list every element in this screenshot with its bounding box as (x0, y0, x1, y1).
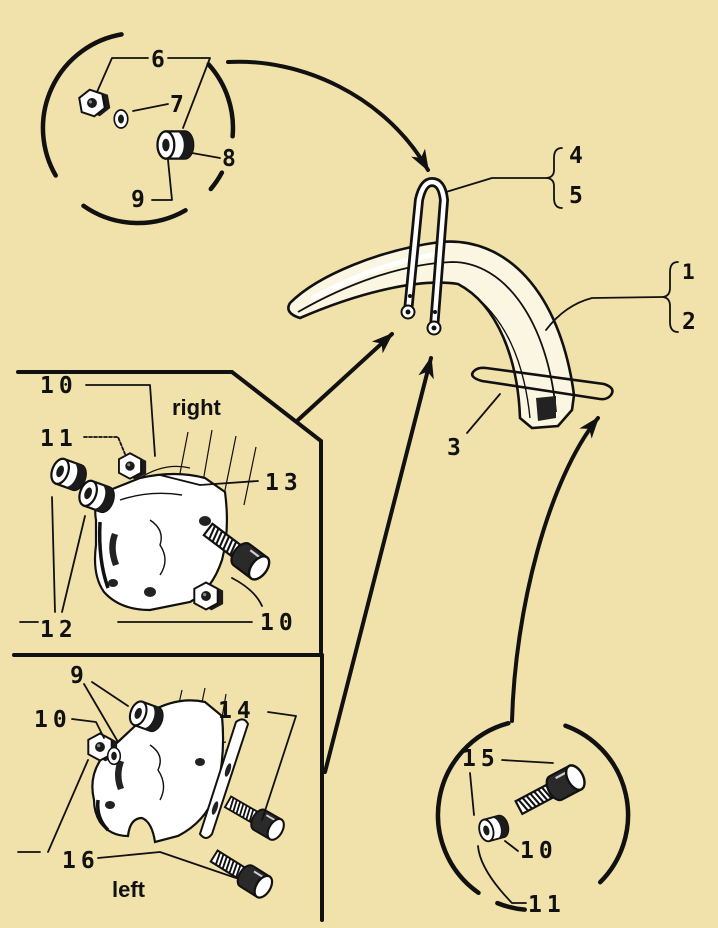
part-number-label: 10 (34, 707, 72, 733)
washer-part (106, 746, 122, 766)
part-number-label: 11 (528, 892, 566, 918)
part-number-label: 9 (70, 663, 89, 689)
right-side-panel: 10 right 11 13 12 10 (19, 373, 303, 643)
arrow (323, 356, 434, 774)
leader-line (469, 772, 475, 816)
leader-line (545, 296, 664, 331)
part-number-label: 8 (222, 146, 241, 172)
leader-line (504, 840, 519, 852)
inset-circle (563, 723, 631, 885)
part-number-label: 15 (462, 746, 500, 772)
part-number-label: 13 (265, 470, 303, 496)
inset-circle (206, 62, 236, 139)
part-number-label: 10 (520, 838, 558, 864)
leader-line (501, 759, 554, 764)
leader-line (19, 496, 86, 623)
fender-stay (400, 176, 450, 336)
left-side-panel: 9 10 14 16 left (17, 663, 297, 902)
dropout-plate (93, 472, 228, 612)
part-number-label: 10 (40, 373, 78, 399)
washer-part (113, 109, 129, 129)
sleeve-part (156, 130, 195, 160)
strap-part (198, 718, 250, 839)
nut-part (475, 813, 512, 844)
leader-line (17, 759, 237, 879)
part-number-label: 14 (218, 698, 256, 724)
part-number-label: 12 (40, 617, 78, 643)
bolt-part (221, 790, 289, 844)
bolt-part (206, 844, 277, 902)
leader-line (261, 711, 297, 821)
part-number-label: 3 (447, 435, 466, 461)
part-number-label: 11 (40, 426, 78, 452)
part-number-label: 1 (682, 260, 700, 284)
brace (662, 261, 679, 333)
part-number-label: 9 (131, 187, 150, 213)
arrow (296, 332, 394, 422)
nut-part (77, 85, 113, 121)
leader-line (167, 57, 211, 129)
nut-part (118, 452, 148, 481)
nut-part (193, 581, 225, 612)
leader-line (117, 577, 263, 623)
inset-circle (495, 900, 527, 912)
leader-line (85, 384, 156, 457)
leader-line (83, 436, 126, 455)
arrow (510, 416, 600, 723)
leader-line (151, 159, 173, 201)
leader-line (96, 57, 149, 93)
leader-line (466, 393, 501, 434)
dropout-plate (91, 699, 225, 844)
inset-circle (40, 32, 124, 178)
brace (546, 147, 563, 209)
fender (287, 240, 576, 430)
part-number-label: 6 (151, 47, 170, 73)
bottom-inset: 15 10 11 (435, 720, 631, 918)
bolt-part (511, 761, 590, 821)
top-inset: 6 7 8 9 (40, 32, 241, 226)
leader-line (71, 718, 105, 739)
part-number-label: 10 (260, 610, 298, 636)
part-number-label: 7 (170, 92, 189, 118)
inset-circle (208, 170, 225, 192)
inset-circle (81, 203, 188, 226)
wire-bracket (470, 366, 614, 401)
inset-circle (435, 720, 511, 896)
arrow (226, 59, 430, 172)
leader-line (445, 177, 548, 193)
part-number-label: 2 (682, 309, 701, 335)
leader-line (159, 474, 259, 486)
leader-line (191, 152, 221, 159)
side-label: right (172, 395, 222, 420)
side-label: left (112, 877, 146, 902)
part-number-label: 5 (569, 183, 588, 209)
leader-line (132, 103, 169, 112)
part-number-label: 4 (569, 143, 588, 169)
panel-frame (16, 370, 323, 654)
part-number-label: 16 (62, 848, 100, 874)
leader-line (477, 845, 527, 904)
leader-line (83, 681, 129, 743)
